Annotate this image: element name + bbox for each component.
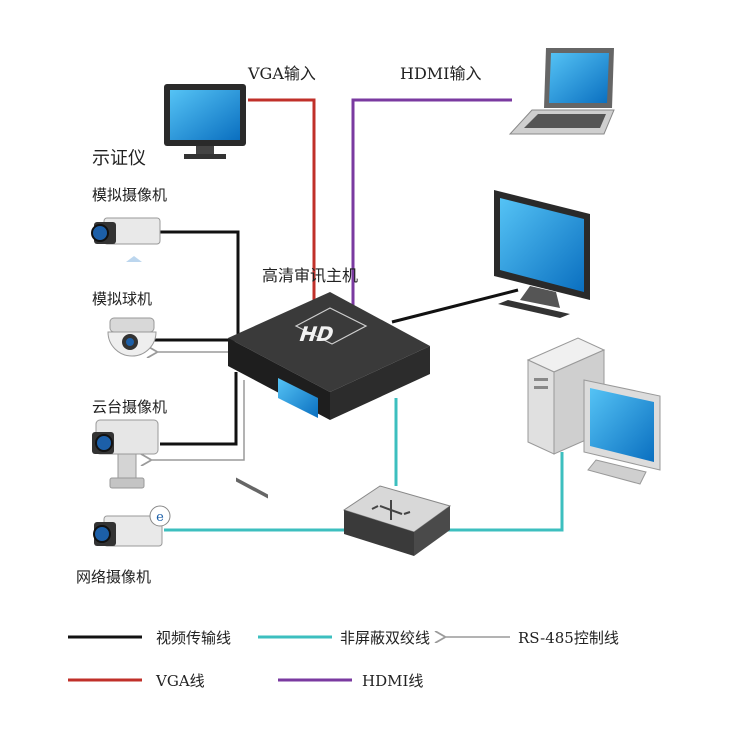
analog-camera-icon xyxy=(91,217,161,245)
utp-cable-pc xyxy=(448,452,564,532)
presenter-monitor-icon xyxy=(164,84,246,159)
legend-hdmi-label: HDMI线 xyxy=(362,672,424,690)
display-monitor-icon xyxy=(494,190,590,318)
svg-text:e: e xyxy=(156,510,164,525)
legend-video-label: 视频传输线 xyxy=(156,629,232,647)
video-cable-analog xyxy=(160,230,240,340)
network-switch-icon xyxy=(342,485,452,556)
hd-interrogation-unit xyxy=(228,292,430,499)
network-camera-icon: e xyxy=(93,505,171,547)
up-arrow-icon xyxy=(126,256,142,262)
legend-rs485-label: RS-485控制线 xyxy=(518,629,619,647)
ptz-camera-icon xyxy=(92,419,159,489)
hdmi-input-label: HDMI输入 xyxy=(400,64,482,83)
network-camera-label: 网络摄像机 xyxy=(76,568,152,586)
monitor-label: 示证仪 xyxy=(92,148,146,169)
rs485-ptz xyxy=(150,380,245,460)
vga-cable xyxy=(248,98,316,300)
video-cable-ptz xyxy=(160,372,238,446)
legend-utp-label: 非屏蔽双绞线 xyxy=(340,629,431,647)
laptop-icon xyxy=(508,48,615,135)
video-cable-monitor xyxy=(391,288,519,324)
pc-workstation-icon xyxy=(526,337,661,485)
ptz-camera-label: 云台摄像机 xyxy=(92,398,168,416)
analog-dome-icon xyxy=(107,317,157,357)
hdmi-cable xyxy=(351,98,512,312)
legend-vga-label: VGA线 xyxy=(156,672,205,690)
analog-camera-label: 模拟摄像机 xyxy=(92,186,168,204)
vga-input-label: VGA输入 xyxy=(248,64,316,83)
analog-dome-label: 模拟球机 xyxy=(92,290,153,308)
main-unit-label: 高清审讯主机 xyxy=(262,266,359,285)
